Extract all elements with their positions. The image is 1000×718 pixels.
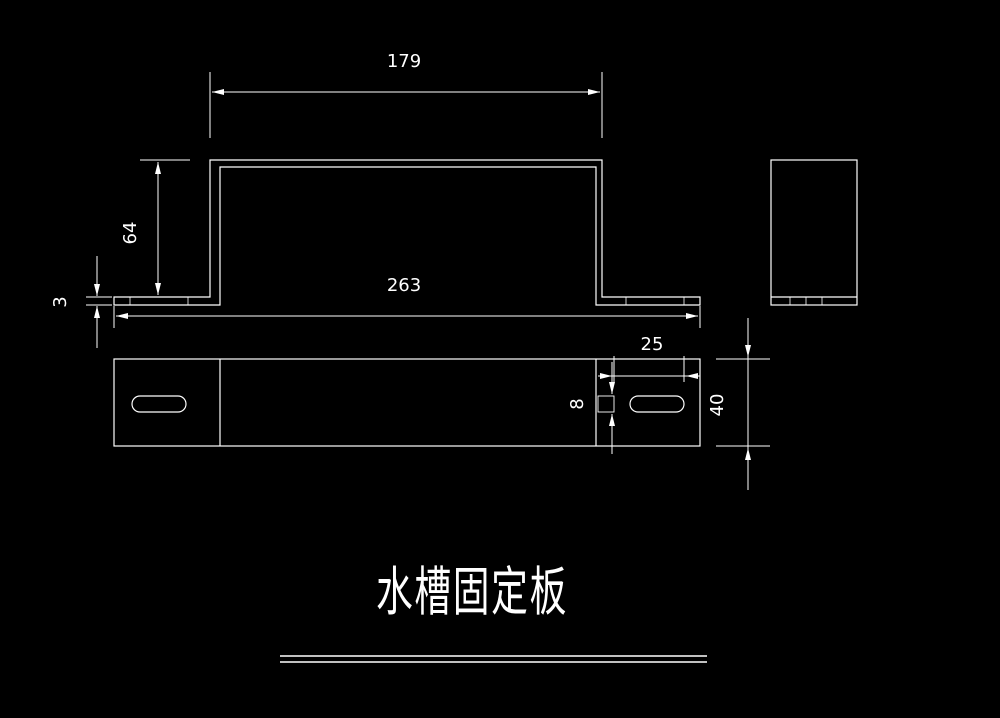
- dimension-25-label: 25: [641, 334, 664, 355]
- side-view: [770, 159, 858, 306]
- bracket-outer-outline: [113, 159, 701, 306]
- slot-marker: [597, 395, 615, 413]
- right-slot: [629, 395, 685, 413]
- dimension-179-label: 179: [387, 51, 421, 72]
- left-slot: [131, 395, 187, 413]
- drawing-title: 水槽固定板: [376, 561, 568, 623]
- title-underline: [280, 655, 707, 663]
- dimension-263-label: 263: [387, 275, 421, 296]
- dimension-179: [209, 72, 603, 138]
- dimension-8-label: 8: [567, 398, 588, 409]
- dimension-40: [716, 318, 770, 490]
- dimension-3-label: 3: [50, 296, 71, 307]
- dimension-64-label: 64: [120, 222, 141, 245]
- dimension-25: [598, 356, 700, 382]
- top-view-plate: [113, 358, 701, 447]
- dimension-64: [140, 159, 190, 295]
- dimension-263: [113, 306, 701, 328]
- dimension-40-label: 40: [707, 394, 728, 417]
- front-view-bracket: [113, 159, 701, 306]
- dimension-3: [86, 256, 112, 348]
